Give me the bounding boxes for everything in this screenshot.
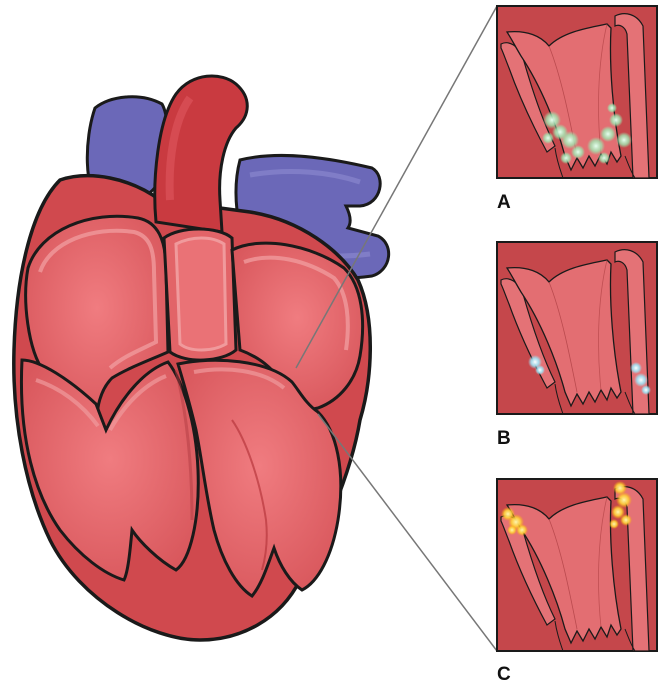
panel-c-label: C — [497, 664, 511, 684]
panel-b: B — [496, 241, 658, 449]
panel-c: C — [496, 478, 658, 684]
panel-a: A — [496, 5, 658, 213]
panel-b-label: B — [497, 428, 511, 449]
right-ventricle — [19, 358, 200, 582]
panel-a-label: A — [497, 192, 511, 213]
blue-calcification-deposits — [528, 355, 651, 395]
heart-illustration — [12, 74, 391, 642]
papillary-muscle — [231, 419, 268, 571]
left-ventricle — [176, 358, 343, 598]
green-vegetation-deposits — [542, 103, 632, 164]
yellow-deposits — [501, 481, 632, 536]
zoom-connectors — [295, 5, 498, 652]
